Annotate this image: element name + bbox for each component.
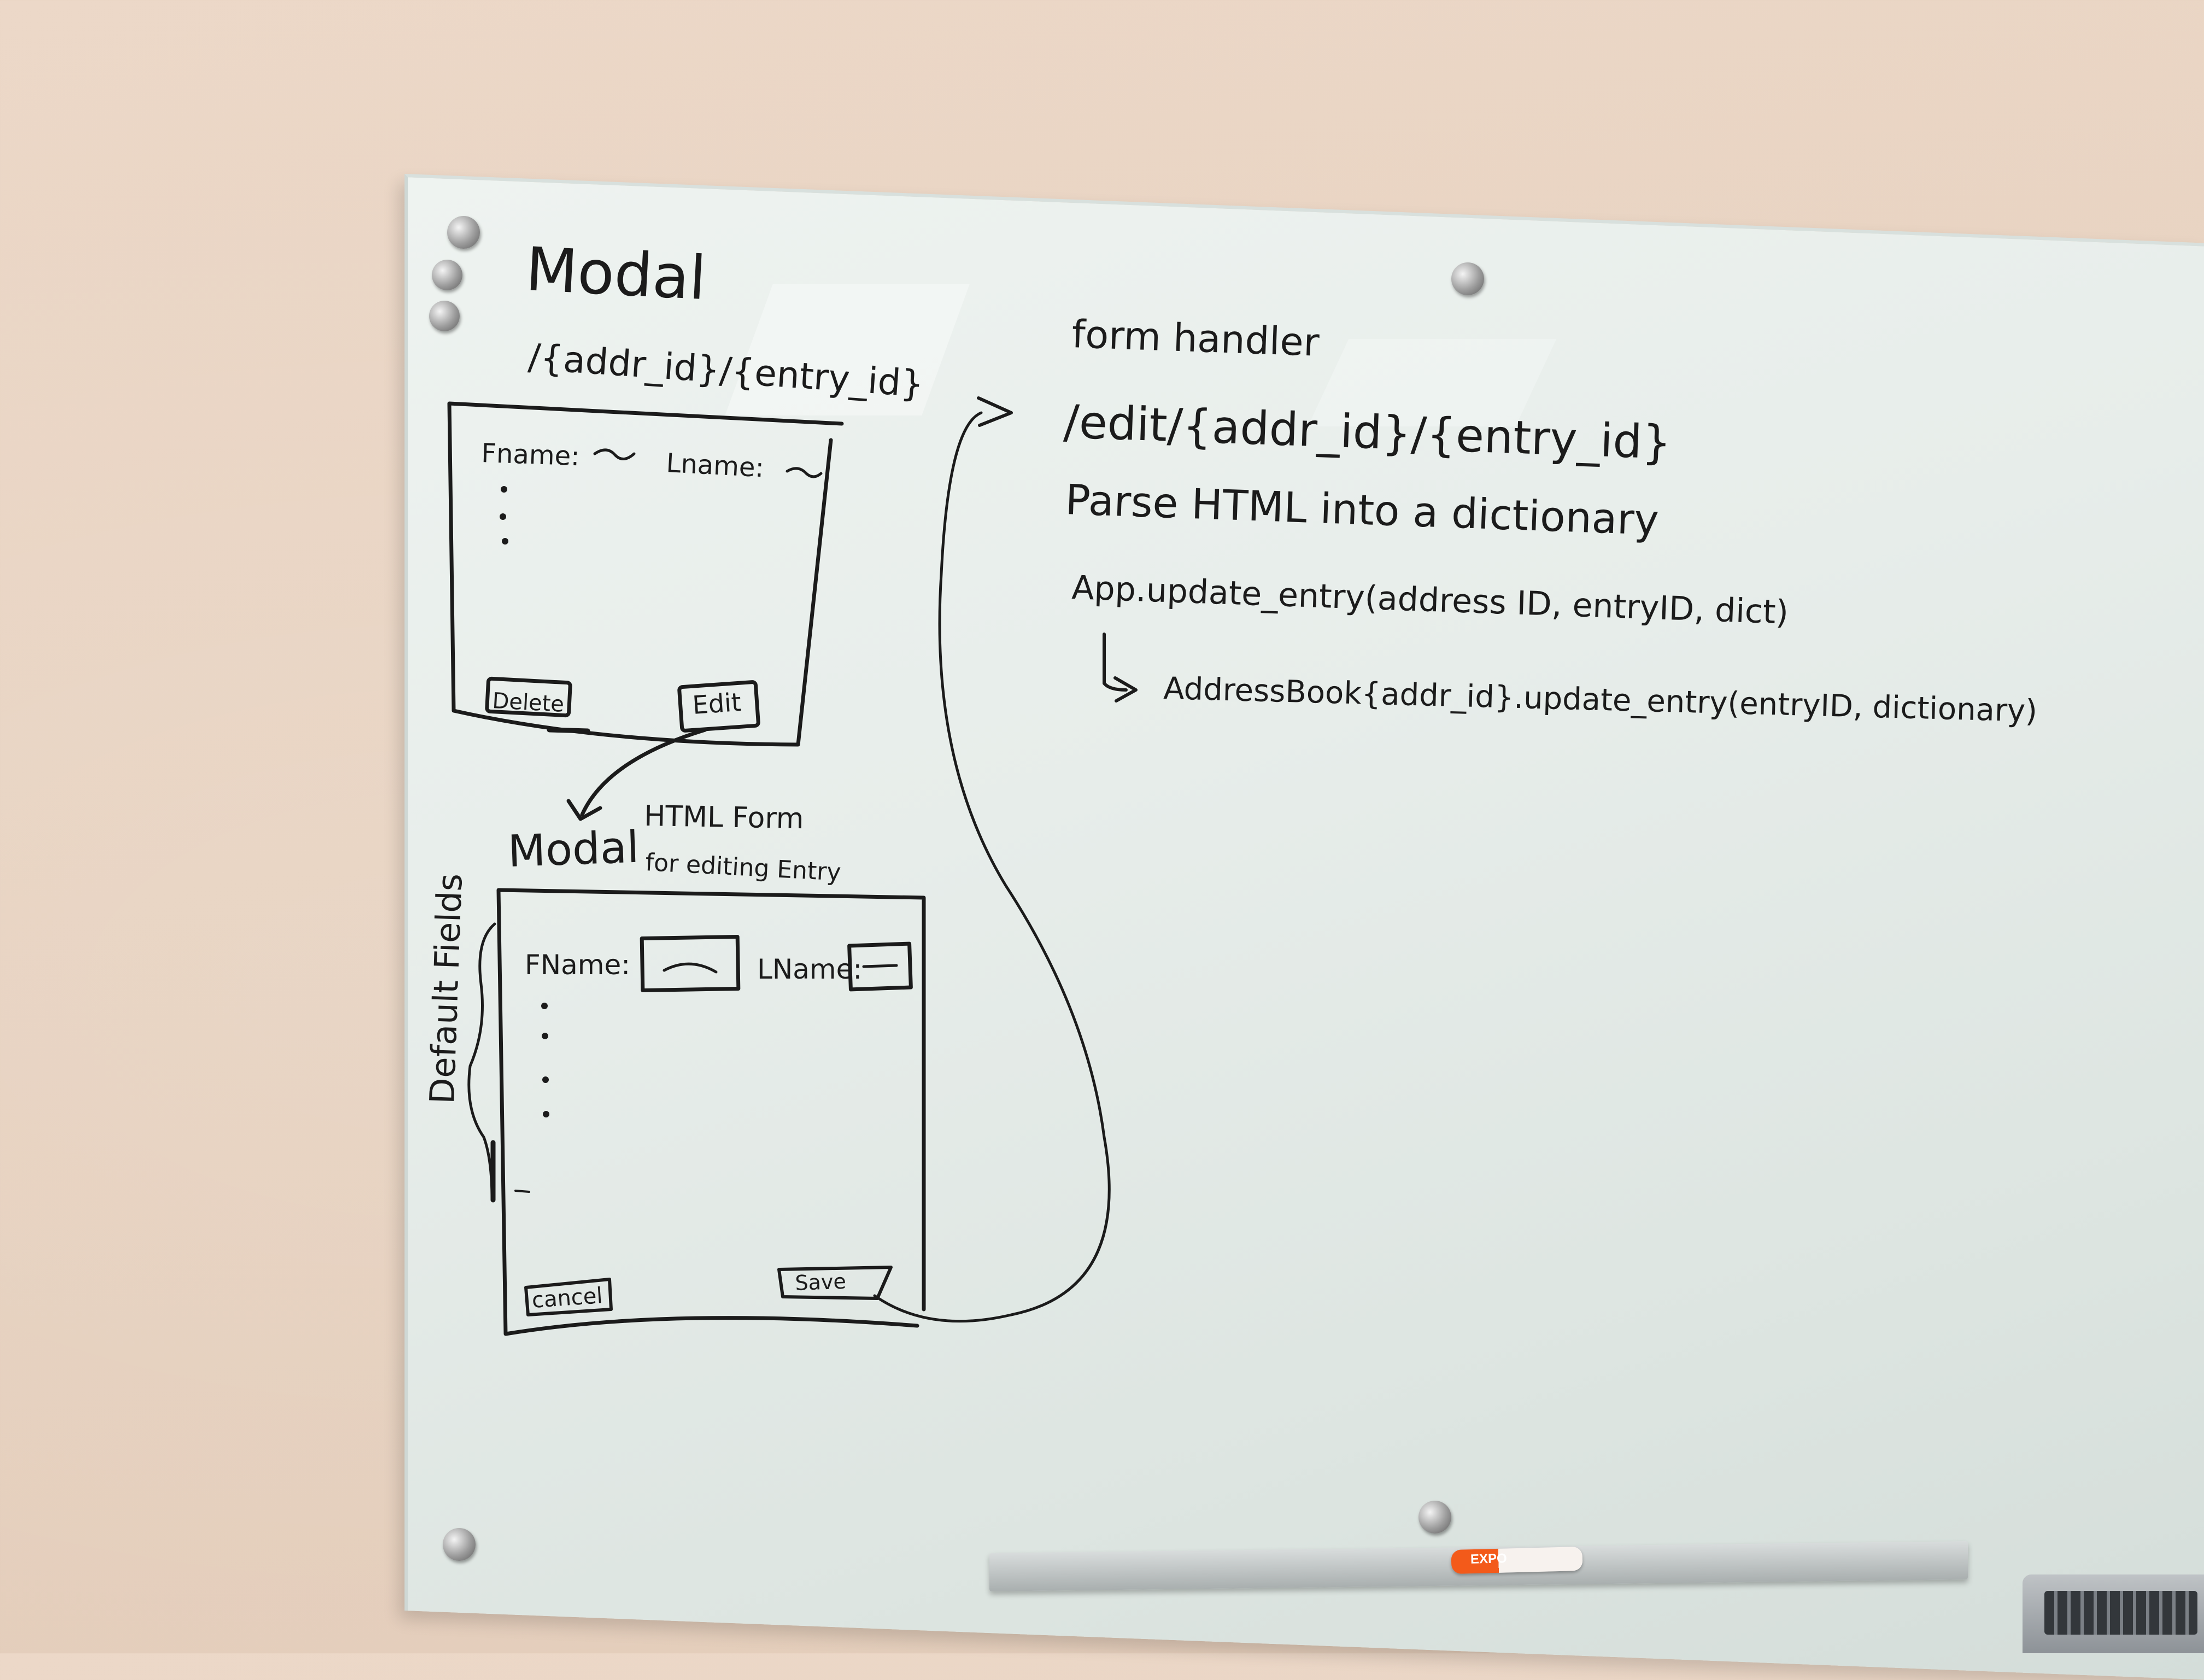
cancel-button-label: cancel [531, 1283, 603, 1313]
mount-screw [429, 301, 460, 331]
arrow-save-to-handler [873, 411, 1111, 1323]
mount-screw [443, 1528, 476, 1561]
edit-modal-box [496, 888, 926, 1336]
label-maker-device [2023, 1574, 2204, 1653]
edit-button-label: Edit [691, 687, 742, 720]
lname-input-box [847, 941, 913, 992]
mount-screw [447, 216, 480, 249]
view-fname-label: Fname: [481, 438, 581, 472]
fname-input-box [640, 934, 741, 993]
delete-button-label: Delete [491, 688, 565, 717]
form-handler-title: form handler [1071, 312, 1320, 365]
mount-screw [432, 260, 462, 290]
delete-button-box [485, 676, 572, 718]
edit-lname-label: LName: [757, 953, 862, 985]
modal-title: Modal [524, 234, 708, 313]
default-fields-label: Default Fields [422, 873, 470, 1105]
form-handler-book-step: AddressBook{addr_id}.update_entry(entryI… [1163, 671, 2038, 729]
save-button-label: Save [795, 1269, 847, 1295]
label-maker-keys [2044, 1591, 2197, 1635]
edit-modal-caption-2: for editing Entry [644, 848, 841, 887]
edit-fname-label: FName: [525, 949, 630, 981]
default-fields-brace [467, 922, 496, 1202]
cancel-button-box [524, 1278, 613, 1316]
form-handler-parse-step: Parse HTML into a dictionary [1064, 475, 1660, 545]
mount-screw [1418, 1501, 1451, 1533]
edit-button-box [677, 680, 760, 733]
marker-brand-label: EXPO [1470, 1551, 1508, 1567]
edit-modal-title: Modal [507, 822, 640, 877]
form-handler-app-step: App.update_entry(address ID, entryID, di… [1071, 569, 1789, 632]
modal-route: /{addr_id}/{entry_id} [527, 336, 925, 405]
view-lname-label: Lname: [665, 448, 765, 483]
mount-screw [1451, 262, 1484, 295]
form-handler-route: /edit/{addr_id}/{entry_id} [1063, 395, 1672, 470]
arrow-edit-to-form [580, 728, 707, 817]
edit-modal-caption-1: HTML Form [644, 800, 804, 835]
return-arrow [1103, 633, 1128, 692]
view-modal-box [447, 401, 844, 747]
